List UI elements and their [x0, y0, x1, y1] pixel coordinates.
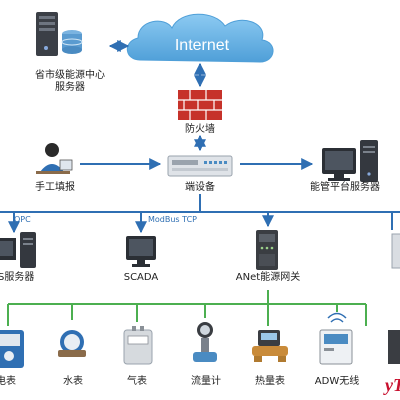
flow-meter-icon	[193, 322, 217, 362]
scada-label: SCADA	[123, 272, 159, 283]
opc-link-label: OPC	[14, 215, 31, 224]
internet-label: Internet	[174, 37, 230, 54]
manual-entry-icon	[36, 143, 73, 174]
heat-meter-icon	[252, 330, 288, 362]
meter-drops	[7, 304, 367, 326]
anet-gateway-icon	[256, 230, 278, 270]
firewall-icon	[178, 90, 222, 120]
gas-meter-icon	[123, 326, 153, 365]
internet-cloud	[126, 13, 274, 63]
meter-label-water: 水表	[63, 376, 83, 387]
platform-server-icon	[322, 140, 378, 182]
right-device-icon	[391, 233, 400, 269]
water-meter-icon	[58, 330, 86, 357]
terminal-label: 端设备	[185, 182, 215, 193]
meter-label-electric: 电表	[0, 376, 16, 387]
modbus-link-label: ModBus TCP	[148, 215, 197, 224]
meter-label-gas: 气表	[127, 376, 147, 387]
watermark-logo: yT	[385, 375, 400, 395]
electric-meter-icon	[0, 330, 24, 368]
meter-label-adw: ADW无线	[314, 376, 360, 387]
meter-label-heat: 热量表	[255, 376, 285, 387]
firewall-label: 防火墙	[185, 124, 215, 135]
meter-label-flow: 流量计	[191, 376, 221, 387]
adw-wireless-icon	[319, 312, 353, 365]
anet-gateway-label: ANet能源网关	[235, 272, 301, 283]
energy-platform-label: 能管平台服务器	[310, 182, 380, 193]
provincial-server-icon	[36, 12, 83, 56]
scada-monitor-icon	[126, 236, 156, 267]
provincial-server-label: 省市级能源中心 服务器	[35, 70, 105, 93]
manual-entry-label: 手工填报	[35, 182, 75, 193]
opc-server-icon	[0, 232, 36, 268]
terminal-device-icon	[167, 155, 233, 177]
right-meter-icon	[388, 330, 400, 364]
opc-server-label: S服务器	[0, 272, 35, 283]
